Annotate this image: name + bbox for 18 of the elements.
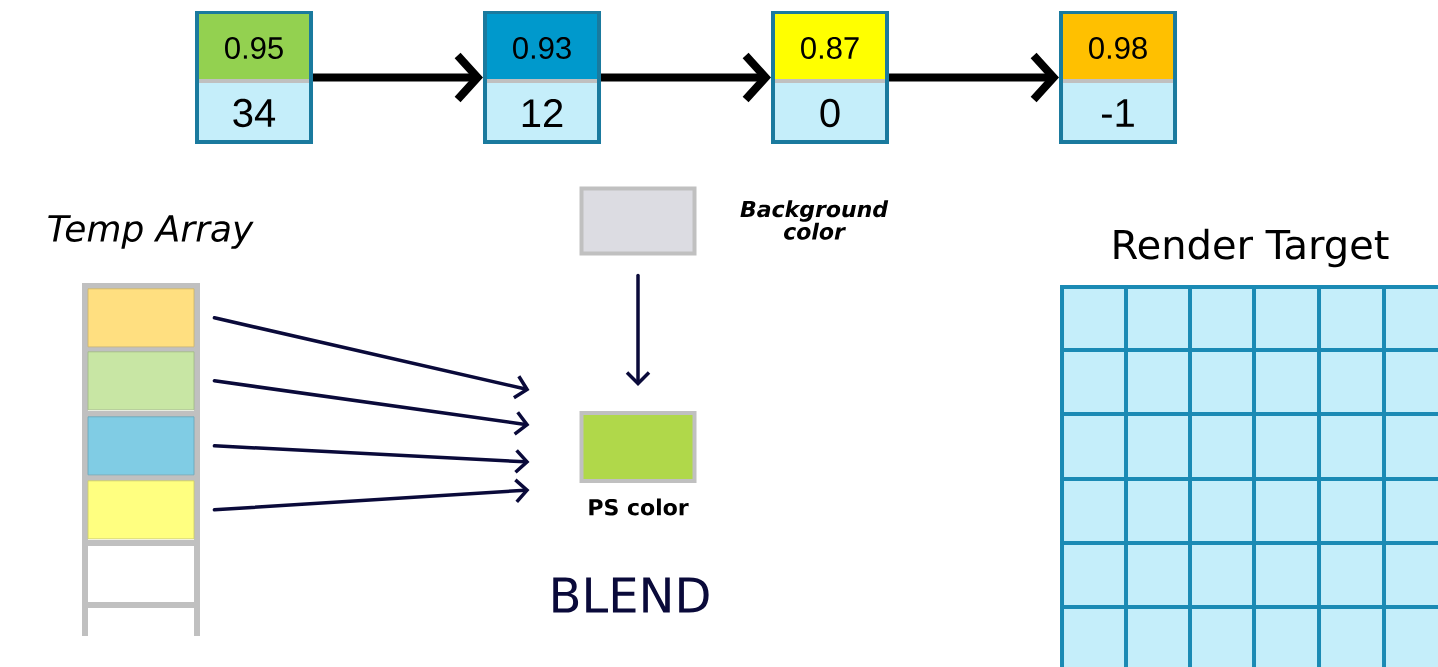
node-label: Render Target [1114, 228, 1389, 268]
array-cell [87, 288, 195, 348]
array-cell [87, 480, 195, 540]
list-node: 0.98 -1 [1059, 11, 1177, 144]
list-node: 0.95 34 [195, 11, 313, 144]
node-label: PS color [589, 498, 689, 516]
array-cell [87, 416, 195, 476]
arrow [212, 478, 530, 512]
blend-label: BLEND [553, 577, 709, 613]
list-node: 0.87 0 [771, 11, 889, 144]
arrow [212, 316, 530, 400]
pixel-grid: Render Target [1060, 228, 1438, 667]
arrow [212, 444, 530, 474]
list-node: 0.93 12 [483, 11, 601, 144]
node-label: Background color [740, 200, 889, 240]
arrow [212, 379, 530, 436]
array-cell [87, 351, 195, 411]
arrow [625, 273, 651, 386]
